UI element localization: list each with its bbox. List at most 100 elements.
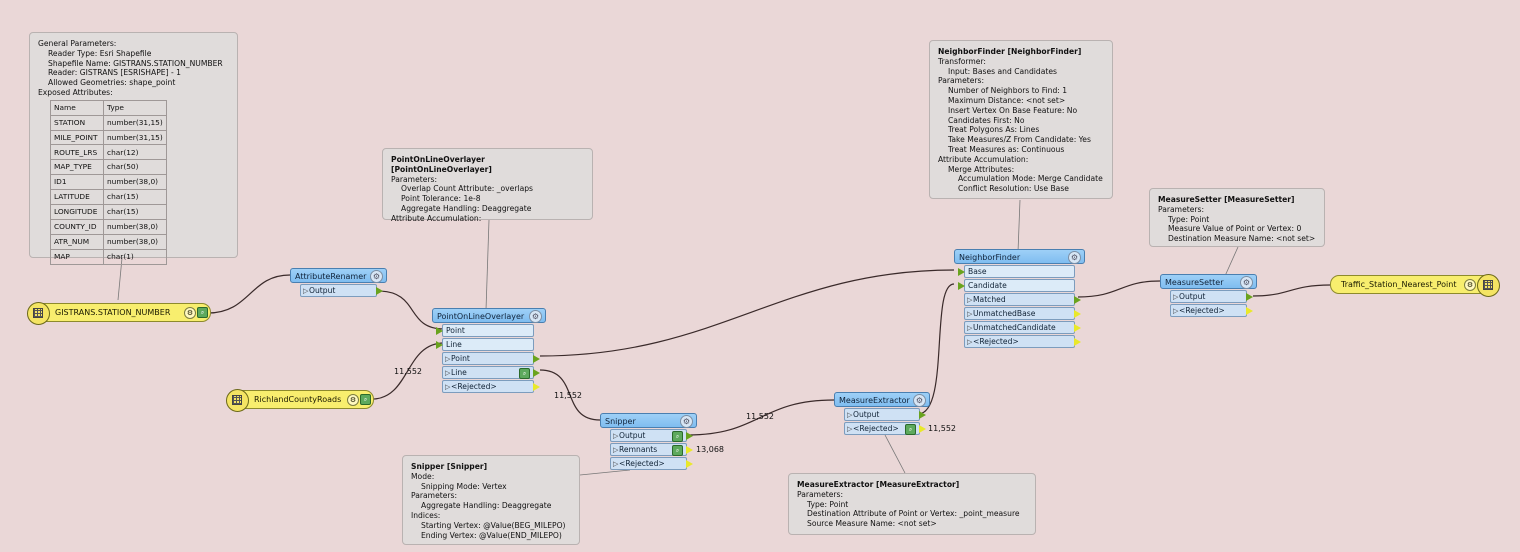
output-port-rejected[interactable]: ▷ <Rejected> xyxy=(442,380,540,393)
port-label: Output xyxy=(1179,292,1206,301)
output-arrow-icon[interactable] xyxy=(686,446,693,454)
output-port-rejected[interactable]: ▷ <Rejected> ⌕ xyxy=(844,422,926,435)
output-arrow-icon[interactable] xyxy=(686,432,693,440)
gear-icon[interactable]: ⚙ xyxy=(1240,276,1253,289)
input-port-line[interactable]: Line xyxy=(436,338,534,351)
output-port-output[interactable]: ▷ Output ⌕ xyxy=(610,429,693,442)
gear-icon[interactable]: ⚙ xyxy=(1068,251,1081,264)
output-arrow-icon[interactable] xyxy=(533,355,540,363)
inspect-icon[interactable]: ⌕ xyxy=(672,431,683,442)
inspect-icon[interactable]: ⌕ xyxy=(197,307,208,318)
transformer-measuresetter[interactable]: MeasureSetter ⚙ ▷ Output ▷ <Rejected> xyxy=(1160,274,1257,317)
port-label: Line xyxy=(451,368,467,377)
transformer-header[interactable]: MeasureExtractor ⚙ xyxy=(834,392,930,407)
inspect-icon[interactable]: ⌕ xyxy=(905,424,916,435)
inspect-icon[interactable]: ⌕ xyxy=(360,394,371,405)
ann-line: Destination Measure Name: <not set> xyxy=(1168,234,1316,244)
transformer-header[interactable]: PointOnLineOverlayer ⚙ xyxy=(432,308,546,323)
transformer-header[interactable]: AttributeRenamer ⚙ xyxy=(290,268,387,283)
port-label: <Rejected> xyxy=(973,337,1019,346)
ann-line: Treat Measures as: Continuous xyxy=(948,144,1065,154)
ann-line: General Parameters: xyxy=(38,39,117,48)
output-arrow-icon[interactable] xyxy=(1074,310,1081,318)
gear-icon[interactable]: ⚙ xyxy=(347,394,359,406)
writer-traffic-station[interactable]: Traffic_Station_Nearest_Point ⚙ xyxy=(1330,274,1500,297)
transformer-name: MeasureSetter xyxy=(1165,278,1224,287)
table-cell: LATITUDE xyxy=(50,189,104,206)
conn-line-to-snipper xyxy=(539,369,601,421)
output-port-rejected[interactable]: ▷ <Rejected> xyxy=(1170,304,1253,317)
expand-icon: ▷ xyxy=(967,338,973,346)
port-label: <Rejected> xyxy=(853,424,899,433)
input-port-candidate[interactable]: Candidate xyxy=(958,279,1075,292)
ann-line: Take Measures/Z From Candidate: Yes xyxy=(948,135,1091,145)
transformer-header[interactable]: NeighborFinder ⚙ xyxy=(954,249,1085,264)
conn-renamer-to-point xyxy=(377,290,445,330)
transformer-header[interactable]: MeasureSetter ⚙ xyxy=(1160,274,1257,289)
transformer-name: Snipper xyxy=(605,417,636,426)
rejected-arrow-icon[interactable] xyxy=(919,425,926,433)
gear-icon[interactable]: ⚙ xyxy=(1464,279,1476,291)
rejected-arrow-icon[interactable] xyxy=(1074,338,1081,346)
transformer-neighborfinder[interactable]: NeighborFinder ⚙ Base Candidate ▷ Matche… xyxy=(954,249,1085,348)
output-arrow-icon[interactable] xyxy=(533,369,540,377)
gear-icon[interactable]: ⚙ xyxy=(370,270,383,283)
inspect-icon[interactable]: ⌕ xyxy=(519,368,530,379)
output-port-rejected[interactable]: ▷ <Rejected> xyxy=(610,457,693,470)
rejected-arrow-icon[interactable] xyxy=(686,460,693,468)
ann-line: Point Tolerance: 1e-8 xyxy=(401,194,481,204)
output-port-matched[interactable]: ▷ Matched xyxy=(964,293,1081,306)
rejected-arrow-icon[interactable] xyxy=(1246,307,1253,315)
feature-type-icon xyxy=(226,389,249,412)
annotation-measuresetter: MeasureSetter [MeasureSetter] Parameters… xyxy=(1149,188,1325,247)
output-arrow-icon[interactable] xyxy=(1246,293,1253,301)
port-label: Line xyxy=(446,340,462,349)
table-cell: COUNTY_ID xyxy=(50,218,104,235)
port-label: Output xyxy=(309,286,336,295)
transformer-header[interactable]: Snipper ⚙ xyxy=(600,413,697,428)
input-port-point[interactable]: Point xyxy=(436,324,534,337)
reader-richland[interactable]: RichlandCountyRoads ⚙ ⌕ xyxy=(226,389,374,412)
output-port-output[interactable]: ▷ Output xyxy=(1170,290,1253,303)
rejected-arrow-icon[interactable] xyxy=(533,383,540,391)
ann-link-extractor xyxy=(884,434,906,474)
output-port-unmatchedbase[interactable]: ▷ UnmatchedBase xyxy=(964,307,1081,320)
input-port-base[interactable]: Base xyxy=(958,265,1075,278)
expand-icon: ▷ xyxy=(1173,293,1179,301)
gear-icon[interactable]: ⚙ xyxy=(913,394,926,407)
output-port-point[interactable]: ▷ Point xyxy=(442,352,540,365)
gear-icon[interactable]: ⚙ xyxy=(680,415,693,428)
table-cell: number(31,15) xyxy=(103,129,167,146)
ann-line: Starting Vertex: @Value(BEG_MILEPO) xyxy=(421,520,566,530)
output-arrow-icon[interactable] xyxy=(1074,296,1081,304)
reader-gistrans[interactable]: GISTRANS.STATION_NUMBER ⚙ ⌕ xyxy=(27,302,211,325)
output-port-line[interactable]: ▷ Line ⌕ xyxy=(442,366,540,379)
transformer-name: PointOnLineOverlayer xyxy=(437,312,525,321)
gear-icon[interactable]: ⚙ xyxy=(529,310,542,323)
input-arrow-icon xyxy=(436,341,443,349)
output-arrow-icon[interactable] xyxy=(1074,324,1081,332)
ann-link-gistrans xyxy=(117,257,123,301)
transformer-attributerenamer[interactable]: AttributeRenamer ⚙ ▷ Output xyxy=(290,268,387,297)
output-port[interactable]: ▷ Output xyxy=(300,284,383,297)
gear-icon[interactable]: ⚙ xyxy=(184,307,196,319)
ann-line: Maximum Distance: <not set> xyxy=(948,95,1066,105)
feature-type-icon xyxy=(27,302,50,325)
ann-line: Insert Vertex On Base Feature: No xyxy=(948,105,1078,115)
ann-line: Type: Point xyxy=(1168,214,1210,224)
output-port-rejected[interactable]: ▷ <Rejected> xyxy=(964,335,1081,348)
transformer-snipper[interactable]: Snipper ⚙ ▷ Output ⌕ ▷ Remnants ⌕ ▷ <Rej… xyxy=(600,413,697,470)
output-port-output[interactable]: ▷ Output xyxy=(844,408,926,421)
output-arrow-icon[interactable] xyxy=(919,411,926,419)
transformer-pointonlineoverlayer[interactable]: PointOnLineOverlayer ⚙ Point Line ▷ Poin… xyxy=(432,308,546,393)
transformer-measureextractor[interactable]: MeasureExtractor ⚙ ▷ Output ▷ <Rejected>… xyxy=(834,392,930,435)
table-header-cell: Name xyxy=(50,99,104,116)
output-port-remnants[interactable]: ▷ Remnants ⌕ xyxy=(610,443,693,456)
expand-icon: ▷ xyxy=(613,460,619,468)
output-port-unmatchedcandidate[interactable]: ▷ UnmatchedCandidate xyxy=(964,321,1081,334)
inspect-icon[interactable]: ⌕ xyxy=(672,445,683,456)
output-arrow-icon[interactable] xyxy=(376,287,383,295)
